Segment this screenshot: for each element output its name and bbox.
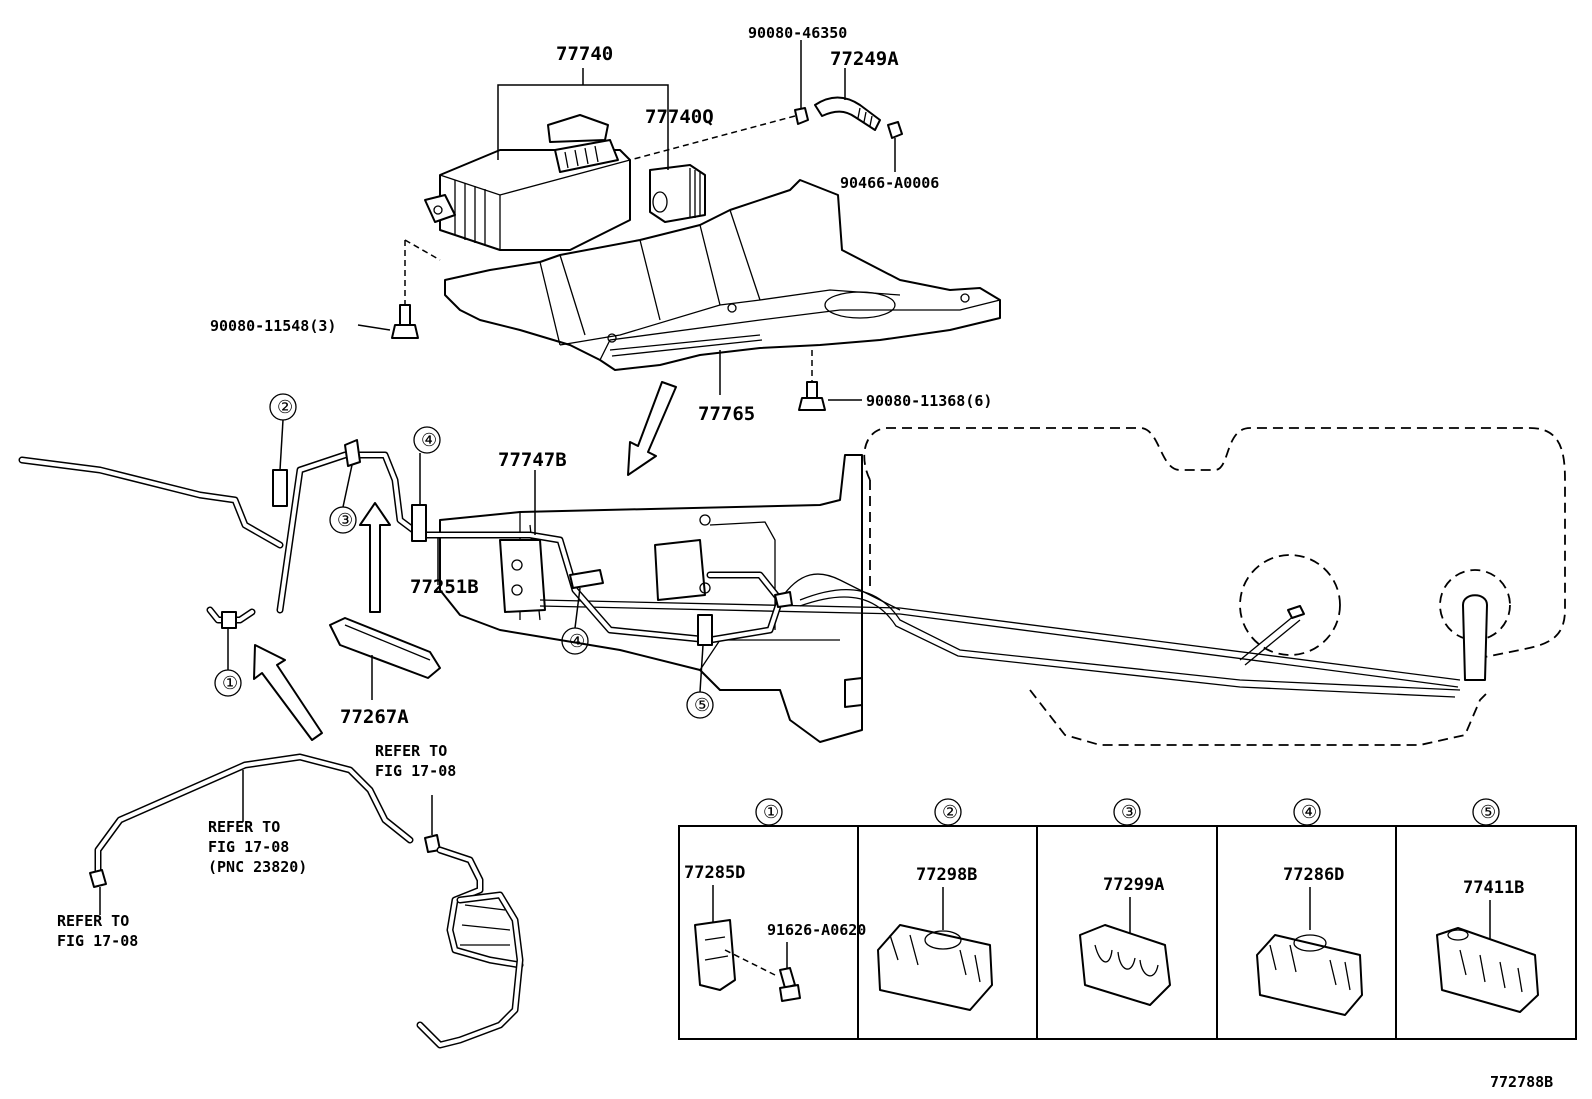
table-cell-1-part: 77285D bbox=[684, 863, 745, 883]
marker-2-circle: ② bbox=[277, 397, 293, 418]
marker-4-circle-top: ④ bbox=[421, 430, 437, 451]
table-cell-3-part: 77299A bbox=[1103, 875, 1164, 895]
label-90466-a0006: 90466-A0006 bbox=[840, 174, 939, 192]
protector-77267a bbox=[329, 617, 441, 700]
marker-3-circle: ③ bbox=[337, 510, 353, 531]
vent-hose bbox=[629, 40, 903, 172]
figure-code: 772788B bbox=[1490, 1073, 1553, 1091]
clamp-table: ① ② ③ ④ ⑤ 77285D 91626-A0620 77298B 7729… bbox=[678, 798, 1577, 1040]
view-arrow-up bbox=[359, 502, 391, 613]
refer-bottom-left-line2: FIG 17-08 bbox=[57, 932, 138, 950]
marker-5-circle: ⑤ bbox=[694, 695, 710, 716]
refer-bottom-left-line1: REFER TO bbox=[57, 912, 129, 930]
filler-pipe-left bbox=[18, 456, 284, 629]
label-90080-11548: 90080-11548(3) bbox=[210, 317, 336, 335]
view-arrow-diagonal bbox=[253, 644, 323, 741]
refer-middle-line3: (PNC 23820) bbox=[208, 858, 307, 876]
label-90080-46350: 90080-46350 bbox=[748, 24, 847, 42]
table-header-1: ① bbox=[763, 802, 779, 823]
canister-guard bbox=[444, 179, 1001, 371]
label-77249a: 77249A bbox=[830, 48, 899, 70]
charcoal-canister bbox=[424, 114, 631, 251]
table-cell-2-part: 77298B bbox=[916, 865, 977, 885]
clamps-on-tube bbox=[272, 439, 793, 646]
label-77765: 77765 bbox=[698, 403, 755, 425]
label-90080-11368: 90080-11368(6) bbox=[866, 392, 992, 410]
label-77251b: 77251B bbox=[410, 576, 479, 598]
install-arrow-down bbox=[627, 381, 677, 476]
bolt-11368 bbox=[798, 350, 862, 411]
fuel-tank-outline bbox=[863, 427, 1566, 746]
refer-middle-line1: REFER TO bbox=[208, 818, 280, 836]
refer-top-right-line2: FIG 17-08 bbox=[375, 762, 456, 780]
table-header-4: ④ bbox=[1301, 802, 1317, 823]
label-77740: 77740 bbox=[556, 43, 613, 65]
lower-refer-pipes bbox=[89, 753, 524, 1049]
refer-top-right-line1: REFER TO bbox=[375, 742, 447, 760]
fuel-lines-to-tank bbox=[539, 573, 1461, 698]
table-header-3: ③ bbox=[1121, 802, 1137, 823]
table-cell-4-part: 77286D bbox=[1283, 865, 1344, 885]
marker-4-circle-bottom: ④ bbox=[569, 631, 585, 652]
canister-filter bbox=[649, 130, 706, 223]
bolt-11548 bbox=[357, 239, 441, 339]
clamp-markers: ② ③ ④ ④ ⑤ ① bbox=[214, 393, 714, 719]
refer-middle-line2: FIG 17-08 bbox=[208, 838, 289, 856]
label-77747b: 77747B bbox=[498, 449, 567, 471]
table-header-2: ② bbox=[942, 802, 958, 823]
table-header-5: ⑤ bbox=[1480, 802, 1496, 823]
bracket-77740 bbox=[497, 68, 669, 160]
marker-1-circle: ① bbox=[222, 673, 238, 694]
vent-tube-77747b bbox=[276, 451, 784, 644]
body-panel bbox=[439, 454, 863, 743]
label-77267a: 77267A bbox=[340, 706, 409, 728]
label-77740q: 77740Q bbox=[645, 106, 714, 128]
table-cell-5-part: 77411B bbox=[1463, 878, 1524, 898]
table-cell-1-subpart: 91626-A0620 bbox=[767, 921, 866, 939]
